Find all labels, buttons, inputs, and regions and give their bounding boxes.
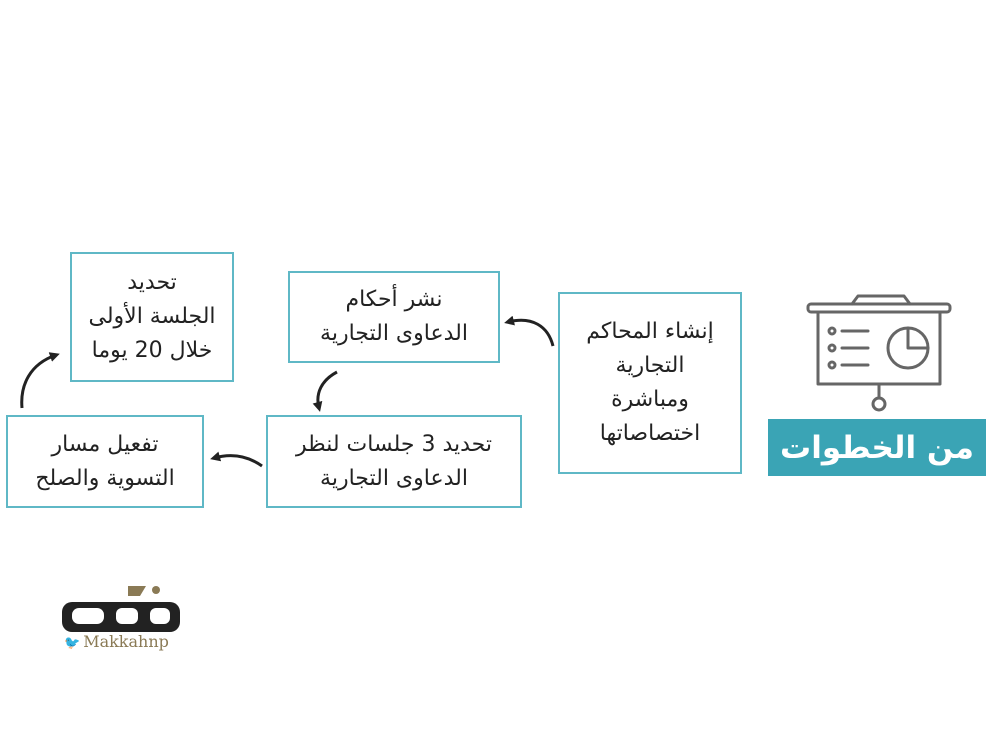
logo-handle: 🐦Makkahnp	[64, 632, 169, 651]
diagram-title: من الخطوات	[780, 429, 974, 466]
arrow-step3-to-step4	[210, 451, 263, 468]
step-1-line-2: التجارية	[615, 353, 685, 378]
step-5-line-1: تحديد	[127, 270, 177, 295]
step-5-box: تحديد الجلسة الأولى خلال 20 يوما	[70, 252, 234, 382]
step-1-line-3: ومباشرة	[611, 387, 689, 412]
step-1-line-1: إنشاء المحاكم	[586, 319, 714, 344]
step-4-line-1: تفعيل مسار	[51, 431, 159, 457]
step-3-line-2: الدعاوى التجارية	[320, 465, 468, 491]
arrow-step4-to-step5	[20, 352, 60, 409]
twitter-bird-icon: 🐦	[64, 636, 81, 651]
step-1-box: إنشاء المحاكم التجارية ومباشرة اختصاصاته…	[558, 292, 742, 474]
logo-handle-text: Makkahnp	[83, 632, 169, 651]
step-3-line-1: تحديد 3 جلسات لنظر	[296, 431, 492, 457]
arrow-step1-to-step2	[504, 315, 555, 347]
step-2-line-2: الدعاوى التجارية	[320, 321, 468, 346]
step-5-line-3: خلال 20 يوما	[91, 338, 213, 363]
step-4-box: تفعيل مسار التسوية والصلح	[6, 415, 204, 508]
step-5-line-2: الجلسة الأولى	[88, 304, 216, 329]
step-2-box: نشر أحكام الدعاوى التجارية	[288, 271, 500, 363]
step-3-box: تحديد 3 جلسات لنظر الدعاوى التجارية	[266, 415, 522, 508]
step-2-line-1: نشر أحكام	[345, 287, 443, 312]
presentation-board-pie-chart-icon	[806, 294, 952, 412]
makkah-logo	[62, 586, 180, 632]
step-1-line-4: اختصاصاتها	[599, 421, 701, 446]
title-banner: من الخطوات	[768, 419, 986, 476]
arrow-step2-to-step3	[312, 370, 338, 412]
step-4-line-2: التسوية والصلح	[35, 465, 175, 491]
